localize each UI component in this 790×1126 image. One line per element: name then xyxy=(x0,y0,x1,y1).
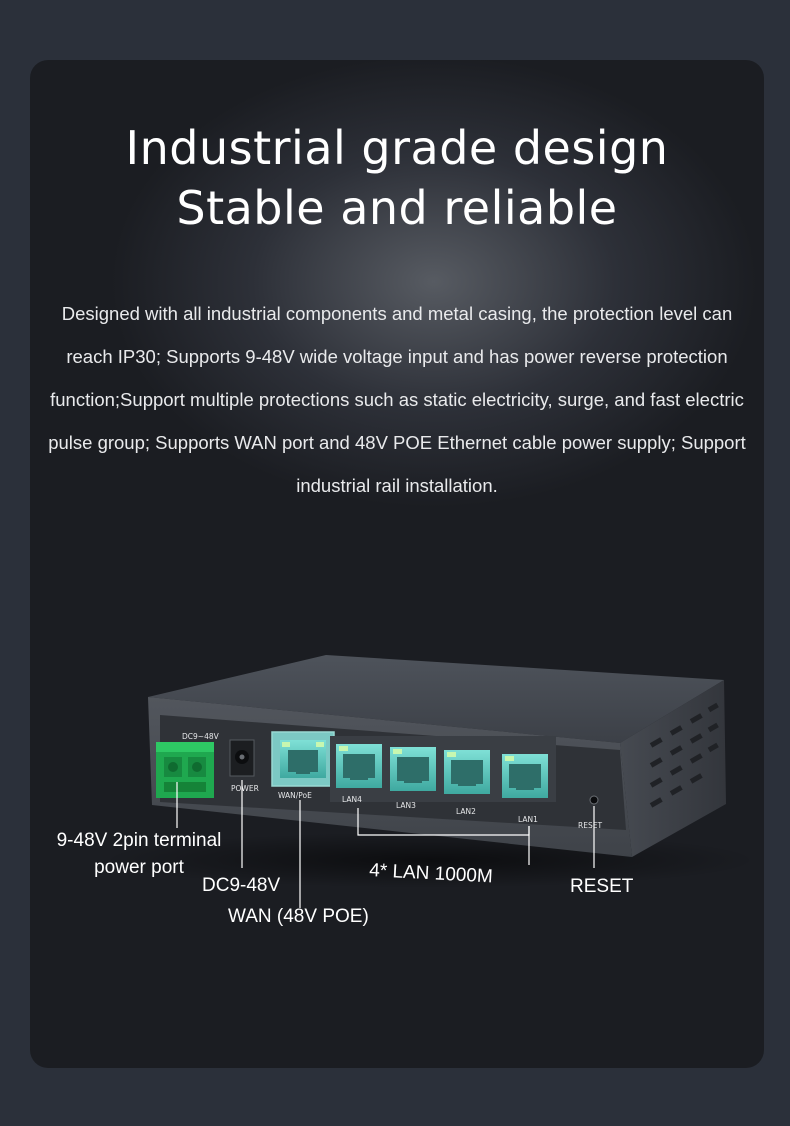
side-vents xyxy=(649,702,719,808)
reset-pinhole xyxy=(589,795,599,805)
lan2-port xyxy=(444,750,490,794)
wan-port xyxy=(271,731,335,787)
lan4-port xyxy=(336,744,382,788)
headline-line-2: Stable and reliable xyxy=(176,181,618,235)
callout-wan: WAN (48V POE) xyxy=(228,906,369,927)
lan1-port xyxy=(502,754,548,798)
lan-port-block xyxy=(330,736,556,802)
callout-leader-lines xyxy=(176,780,595,908)
label-power: POWER xyxy=(231,784,259,793)
callout-terminal-line-1: 9-48V 2pin terminal xyxy=(56,830,222,851)
callout-dc: DC9-48V xyxy=(202,875,281,896)
label-lan4: LAN4 xyxy=(342,795,362,804)
label-lan3: LAN3 xyxy=(396,801,416,810)
router-illustration: DC9~48V POWER WAN/PoE LAN4 LAN3 LAN2 LAN… xyxy=(100,655,760,908)
feature-description: Designed with all industrial components … xyxy=(48,303,746,496)
lan3-port xyxy=(390,747,436,791)
label-reset: RESET xyxy=(578,821,602,830)
terminal-block xyxy=(156,742,214,798)
callout-terminal: 9-48V 2pin terminal power port xyxy=(44,827,234,881)
label-wan: WAN/PoE xyxy=(278,791,312,800)
callout-reset: RESET xyxy=(570,876,634,897)
headline-line-1: Industrial grade design xyxy=(125,121,669,175)
dc-power-jack xyxy=(229,739,255,777)
label-lan1: LAN1 xyxy=(518,815,538,824)
device-top-face xyxy=(148,655,724,743)
device-side-face xyxy=(620,680,726,857)
callout-terminal-line-2: power port xyxy=(94,857,184,878)
label-lan2: LAN2 xyxy=(456,807,476,816)
label-dc-range: DC9~48V xyxy=(182,732,220,741)
feature-card: Industrial grade design Stable and relia… xyxy=(30,60,764,1068)
